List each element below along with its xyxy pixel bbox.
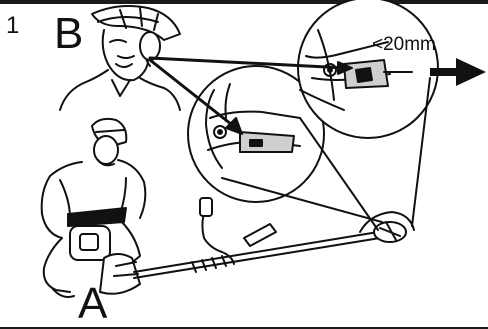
operator-a-label: A: [78, 282, 107, 326]
operator-b-label: B: [54, 12, 83, 56]
operator-a-figure: [42, 119, 146, 297]
detail-circle-2: [298, 0, 438, 138]
step-number: 1: [6, 14, 19, 38]
gap-measurement: <20mm: [372, 35, 436, 54]
trimmer-shaft: [134, 198, 380, 278]
